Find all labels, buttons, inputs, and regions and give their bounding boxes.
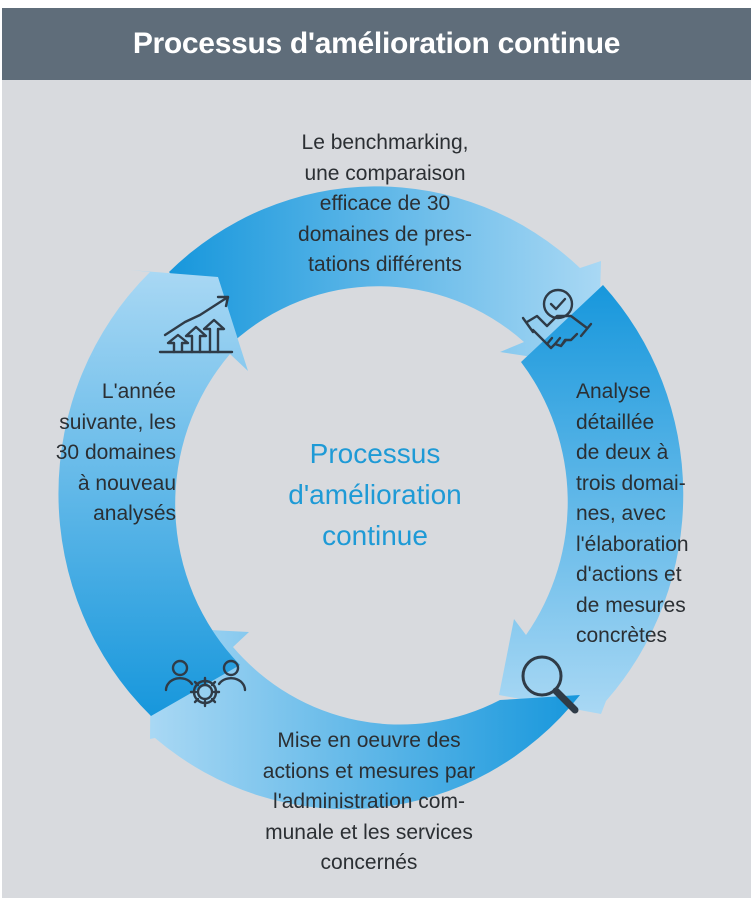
growth-chart-icon [158, 295, 234, 354]
magnifier-icon [521, 655, 579, 714]
step-analysis-text: Analyse détaillée de deux à trois domai-… [576, 380, 689, 647]
step-implementation-text: Mise en oeuvre des actions et mesures pa… [262, 729, 476, 874]
cycle-arrow-top [169, 186, 601, 367]
header-bar: Processus d'amélioration continue [2, 8, 751, 80]
cycle-arrow-left [58, 270, 248, 716]
step-next-year-text: L'année suivante, les 30 domaines à nouv… [55, 380, 176, 525]
handshake-check-icon [521, 288, 593, 350]
team-gear-icon [164, 659, 247, 708]
step-benchmarking-text: Le benchmarking, une comparaison efficac… [298, 131, 472, 276]
cycle-arrow-right [499, 285, 684, 714]
cycle-arrow-bottom [150, 627, 580, 810]
center-label: Processus d'amélioration continue [288, 438, 462, 551]
page-title: Processus d'amélioration continue [132, 27, 621, 60]
